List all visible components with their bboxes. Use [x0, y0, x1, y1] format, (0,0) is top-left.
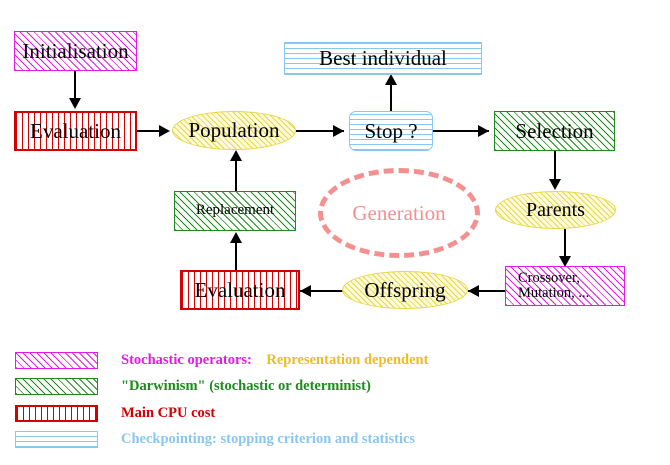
node-population[interactable]: Population	[172, 111, 296, 150]
arrowhead-initialisation-to-evaluation	[69, 98, 81, 109]
node-evaluation-bottom-label: Evaluation	[194, 277, 286, 302]
edge-crossover-to-offspring	[468, 290, 506, 292]
arrowhead-stop-to-best-individual	[385, 74, 397, 85]
legend-swatch-red-vertical-lines-icon	[15, 405, 98, 422]
edge-initialisation-to-evaluation	[74, 71, 76, 101]
edge-population-to-stop	[296, 130, 344, 132]
node-evaluation-bottom[interactable]: Evaluation	[180, 270, 300, 310]
legend-label-darwinism: "Darwinism" (stochastic or determinist)	[121, 378, 371, 394]
node-population-label: Population	[188, 118, 280, 143]
node-crossover-mutation-label-line2: Mutation, ...	[518, 285, 590, 301]
node-stop[interactable]: Stop ?	[349, 111, 433, 151]
node-replacement-label: Replacement	[195, 202, 275, 219]
node-crossover-mutation[interactable]: Crossover, Mutation, ...	[505, 266, 625, 306]
legend-label-stochastic-primary: Stochastic operators:	[121, 352, 252, 368]
node-offspring[interactable]: Offspring	[342, 271, 468, 309]
edge-evaluation-to-replacement	[235, 236, 237, 272]
legend-row-darwinism: "Darwinism" (stochastic or determinist)	[15, 378, 371, 395]
arrowhead-replacement-to-population	[230, 150, 242, 161]
legend-swatch-magenta-diagonal-hatch-icon	[15, 352, 98, 369]
legend-label-checkpointing: Checkpointing: stopping criterion and st…	[121, 431, 416, 447]
edge-evaluation-to-population	[137, 130, 167, 132]
arrowhead-offspring-to-evaluation	[300, 285, 311, 297]
node-parents[interactable]: Parents	[495, 191, 616, 229]
legend-label-cpu: Main CPU cost	[121, 405, 216, 421]
legend-label-stochastic-secondary: Representation dependent	[266, 352, 429, 368]
node-evaluation-top-label: Evaluation	[30, 118, 121, 143]
edge-parents-to-crossover	[564, 229, 566, 262]
node-stop-label: Stop ?	[364, 118, 418, 143]
node-best-individual[interactable]: Best individual	[284, 42, 482, 75]
node-generation-label: Generation	[352, 200, 446, 225]
legend-swatch-green-diagonal-hatch-icon	[15, 378, 98, 395]
node-selection[interactable]: Selection	[494, 111, 615, 151]
node-selection-label: Selection	[515, 118, 594, 143]
legend-row-stochastic: Stochastic operators: Representation dep…	[15, 352, 428, 369]
node-generation: Generation	[318, 168, 480, 258]
arrowhead-evaluation-to-replacement	[230, 232, 242, 243]
edge-offspring-to-evaluation	[300, 290, 344, 292]
node-best-individual-label: Best individual	[319, 46, 447, 71]
edge-selection-to-parents	[554, 151, 556, 183]
edge-stop-to-best-individual	[390, 78, 392, 112]
node-crossover-mutation-label-line1: Crossover,	[518, 269, 580, 286]
legend-row-cpu: Main CPU cost	[15, 405, 215, 422]
edge-replacement-to-population	[235, 155, 237, 192]
arrowhead-population-to-stop	[333, 125, 344, 137]
legend-label-stochastic: Stochastic operators: Representation dep…	[121, 352, 428, 369]
node-offspring-label: Offspring	[364, 277, 446, 302]
node-initialisation[interactable]: Initialisation	[14, 31, 137, 71]
node-initialisation-label: Initialisation	[22, 38, 129, 63]
arrowhead-stop-to-selection	[478, 125, 489, 137]
arrowhead-selection-to-parents	[549, 179, 561, 190]
legend-row-checkpointing: Checkpointing: stopping criterion and st…	[15, 431, 415, 448]
node-evaluation-top[interactable]: Evaluation	[14, 111, 137, 151]
arrowhead-parents-to-crossover	[559, 256, 571, 267]
node-parents-label: Parents	[526, 198, 585, 221]
edge-stop-to-selection	[433, 130, 489, 132]
legend-swatch-blue-horizontal-lines-icon	[15, 431, 98, 448]
arrowhead-crossover-to-offspring	[468, 285, 479, 297]
node-replacement[interactable]: Replacement	[174, 191, 296, 231]
arrowhead-evaluation-to-population	[159, 125, 170, 137]
